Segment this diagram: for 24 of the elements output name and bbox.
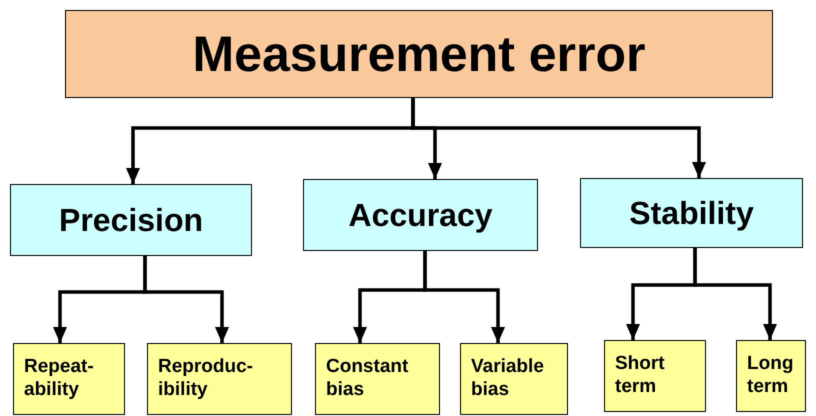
subcategory-box	[315, 343, 440, 415]
node-label: Repeat-ability	[24, 356, 95, 402]
node-label: Reproduc-ibility	[158, 356, 254, 402]
subcategory-box	[460, 343, 568, 415]
node-label: Variable bias	[471, 356, 545, 402]
node-label: Long term	[747, 353, 794, 399]
title-box	[65, 10, 773, 98]
category-box	[303, 179, 538, 251]
node-label: Accuracy	[348, 196, 493, 234]
category-box	[10, 184, 252, 256]
node-label: Measurement error	[192, 25, 646, 84]
subcategory-box	[736, 340, 806, 412]
node-label: Short term	[615, 353, 666, 399]
node-label: Stability	[629, 194, 754, 232]
connector-arrow	[411, 98, 706, 178]
node-label: Constant bias	[326, 356, 410, 402]
connector-arrow	[693, 248, 777, 340]
connector-arrow	[143, 256, 229, 343]
subcategory-box	[147, 343, 292, 415]
subcategory-box	[604, 340, 706, 412]
node-label: Precision	[58, 200, 204, 240]
connector-arrow	[423, 251, 505, 343]
category-box	[580, 178, 803, 248]
subcategory-box	[13, 343, 125, 415]
